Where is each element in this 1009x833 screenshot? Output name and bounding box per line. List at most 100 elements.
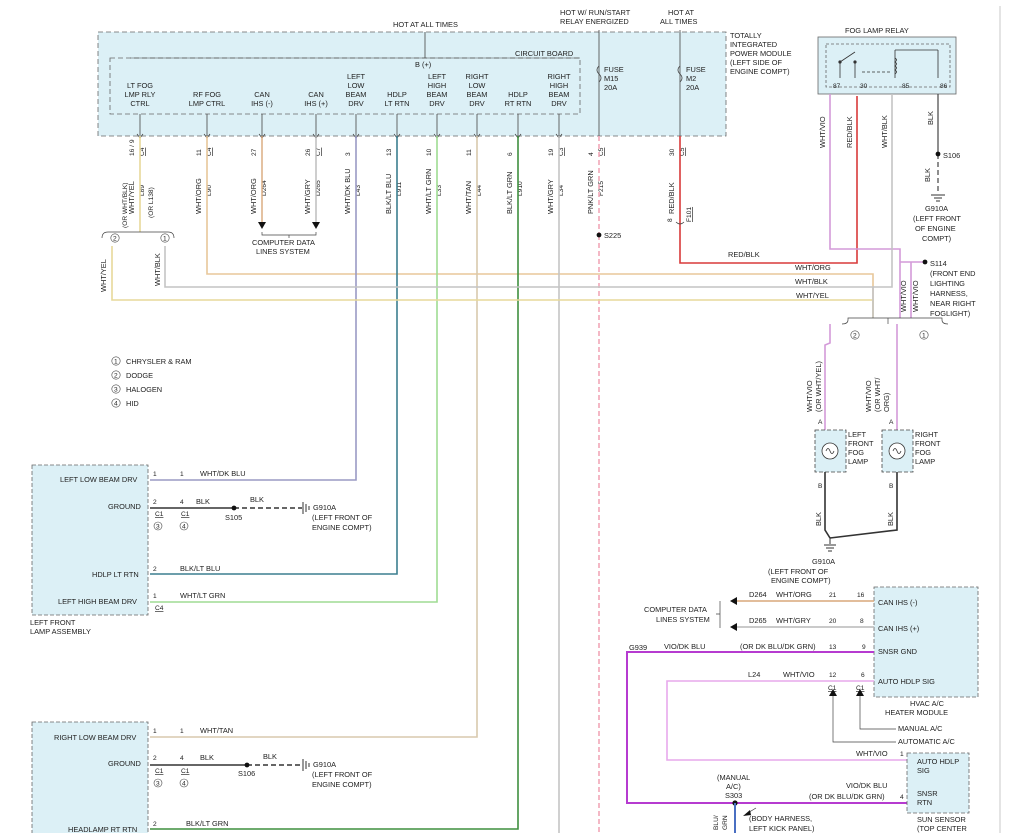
s106-right-label: S106 bbox=[238, 769, 255, 778]
svg-text:BLK: BLK bbox=[200, 753, 214, 762]
svg-text:BLK/LT GRN: BLK/LT GRN bbox=[186, 819, 228, 828]
wire-circ-label: D265 bbox=[315, 180, 322, 196]
svg-text:HEATER MODULE: HEATER MODULE bbox=[885, 708, 948, 717]
svg-text:NEAR RIGHT: NEAR RIGHT bbox=[930, 299, 976, 308]
right-tag-4: 4 bbox=[182, 781, 186, 788]
svg-text:(OR DK BLU/DK GRN): (OR DK BLU/DK GRN) bbox=[809, 792, 885, 801]
sun-sensor-pins: AUTO HDLP SIG SNSR RTN WHT/VIO 1 VIO/DK … bbox=[809, 749, 959, 807]
svg-text:1: 1 bbox=[153, 728, 157, 735]
relay-wire-85-label: WHT/BLK bbox=[880, 115, 889, 148]
svg-text:16: 16 bbox=[857, 592, 865, 599]
b-plus-label: B (+) bbox=[415, 60, 431, 69]
legend-text: CHRYSLER & RAM bbox=[126, 357, 192, 366]
fog-relay-box bbox=[817, 36, 957, 95]
computer-data-lines-label: COMPUTER DATA LINES SYSTEM bbox=[252, 238, 315, 256]
wire-conn-label: C5 bbox=[598, 147, 605, 156]
hvac-c1b-label: C1 bbox=[856, 685, 865, 692]
branch-tag-2: 2 bbox=[113, 236, 117, 243]
pin-label: IHS (+) bbox=[304, 99, 328, 108]
svg-text:WHT/TAN: WHT/TAN bbox=[200, 726, 233, 735]
pin-label: RIGHT bbox=[466, 72, 489, 81]
ground-g910a-top-icon bbox=[931, 194, 945, 202]
automatic-ac-label: AUTOMATIC A/C bbox=[898, 737, 955, 746]
svg-text:POWER MODULE: POWER MODULE bbox=[730, 49, 792, 58]
left-c1b-label: C1 bbox=[181, 511, 190, 518]
svg-text:WHT/DK BLU: WHT/DK BLU bbox=[200, 469, 246, 478]
wire-circ-label: L90 bbox=[206, 185, 213, 196]
fog-relay-label: FOG LAMP RELAY bbox=[845, 26, 909, 35]
svg-text:CAN IHS (-): CAN IHS (-) bbox=[878, 598, 917, 607]
svg-text:LINES SYSTEM: LINES SYSTEM bbox=[656, 615, 710, 624]
sun-sensor-box bbox=[906, 752, 970, 814]
svg-text:87: 87 bbox=[833, 83, 841, 90]
wire-color-label: WHT/TAN bbox=[464, 181, 473, 214]
s106-label: S106 bbox=[943, 151, 960, 160]
svg-text:S303: S303 bbox=[725, 791, 742, 800]
svg-text:FRONT: FRONT bbox=[915, 439, 941, 448]
wire-conn-label: C3 bbox=[558, 147, 565, 156]
wire-num-label: 3 bbox=[345, 152, 352, 156]
relay-wire-87-label: WHT/VIO bbox=[818, 116, 827, 148]
ground-g910a-left-icon bbox=[302, 502, 310, 514]
tipm-label: TOTALLY INTEGRATED POWER MODULE (LEFT SI… bbox=[730, 31, 792, 76]
svg-text:SUN SENSOR: SUN SENSOR bbox=[917, 815, 966, 824]
svg-text:20: 20 bbox=[829, 618, 837, 625]
splice-s225-icon bbox=[596, 232, 602, 238]
svg-text:L24: L24 bbox=[748, 670, 760, 679]
splice-s106-icon bbox=[935, 151, 941, 157]
wire-color-label: WHT/DK BLU bbox=[343, 168, 352, 214]
svg-text:4: 4 bbox=[900, 794, 904, 801]
wire-wht-org bbox=[206, 136, 874, 318]
svg-text:30: 30 bbox=[860, 83, 868, 90]
svg-text:HVAC A/C: HVAC A/C bbox=[910, 699, 945, 708]
s105-label: S105 bbox=[225, 513, 242, 522]
hvac-c1-label: C1 bbox=[828, 685, 837, 692]
right-fog-blk-label: BLK bbox=[886, 512, 895, 526]
wire-circ-label: L33 bbox=[436, 185, 443, 196]
pin-label: CAN bbox=[254, 90, 270, 99]
svg-text:SNSR: SNSR bbox=[917, 789, 938, 798]
arrow-icon bbox=[730, 623, 737, 631]
svg-text:ENGINE COMPT): ENGINE COMPT) bbox=[730, 67, 790, 76]
wire-color-label: BLK/LT GRN bbox=[505, 172, 514, 214]
left-tag-3: 3 bbox=[156, 524, 160, 531]
svg-text:ENGINE COMPT): ENGINE COMPT) bbox=[312, 780, 372, 789]
wire-circ-label: L43 bbox=[355, 185, 362, 196]
pin-label: DRV bbox=[348, 99, 364, 108]
svg-text:(LEFT FRONT OF: (LEFT FRONT OF bbox=[312, 770, 373, 779]
svg-text:VIO/DK BLU: VIO/DK BLU bbox=[846, 781, 887, 790]
fuse-m2-icon bbox=[677, 65, 683, 83]
svg-text:FOG: FOG bbox=[848, 448, 864, 457]
alt-color-label: (OR WHT/BLK) bbox=[122, 183, 129, 228]
right-tag-3: 3 bbox=[156, 781, 160, 788]
arrow-icon bbox=[730, 597, 737, 605]
pin-label: BEAM bbox=[467, 90, 488, 99]
legend-marker bbox=[111, 370, 121, 380]
g910a-fog-label: G910A (LEFT FRONT OF ENGINE COMPT) bbox=[768, 557, 835, 585]
svg-text:(LEFT FRONT: (LEFT FRONT bbox=[913, 214, 961, 223]
svg-text:SIG: SIG bbox=[917, 766, 930, 775]
svg-text:FUSE: FUSE bbox=[604, 65, 624, 74]
right-ground-blk-label: BLK bbox=[263, 752, 277, 761]
svg-text:GRN: GRN bbox=[722, 815, 729, 830]
svg-text:G910A: G910A bbox=[313, 760, 336, 769]
svg-text:(LEFT SIDE OF: (LEFT SIDE OF bbox=[730, 58, 783, 67]
pin-label: LEFT bbox=[428, 72, 447, 81]
right-c1-label: C1 bbox=[155, 768, 164, 775]
svg-text:20A: 20A bbox=[686, 83, 699, 92]
fog-tag-2: 2 bbox=[853, 333, 857, 340]
legend-text: HID bbox=[126, 399, 139, 408]
svg-text:HEADLAMP RT RTN: HEADLAMP RT RTN bbox=[68, 825, 137, 833]
fuse-m2-label: FUSE M2 20A bbox=[686, 65, 706, 92]
wire-num-label: 30 bbox=[669, 148, 676, 156]
svg-text:(LEFT FRONT OF: (LEFT FRONT OF bbox=[312, 513, 373, 522]
splice-s105-icon bbox=[231, 505, 237, 511]
branch-tag-1: 1 bbox=[163, 236, 167, 243]
wire-red-blk bbox=[679, 96, 858, 264]
pin-8-label: 8 bbox=[667, 218, 674, 222]
pin-label: BEAM bbox=[346, 90, 367, 99]
hvac-module-box bbox=[873, 586, 979, 698]
svg-text:WHT/VIO: WHT/VIO bbox=[783, 670, 815, 679]
pin-label: HDLP bbox=[508, 90, 528, 99]
